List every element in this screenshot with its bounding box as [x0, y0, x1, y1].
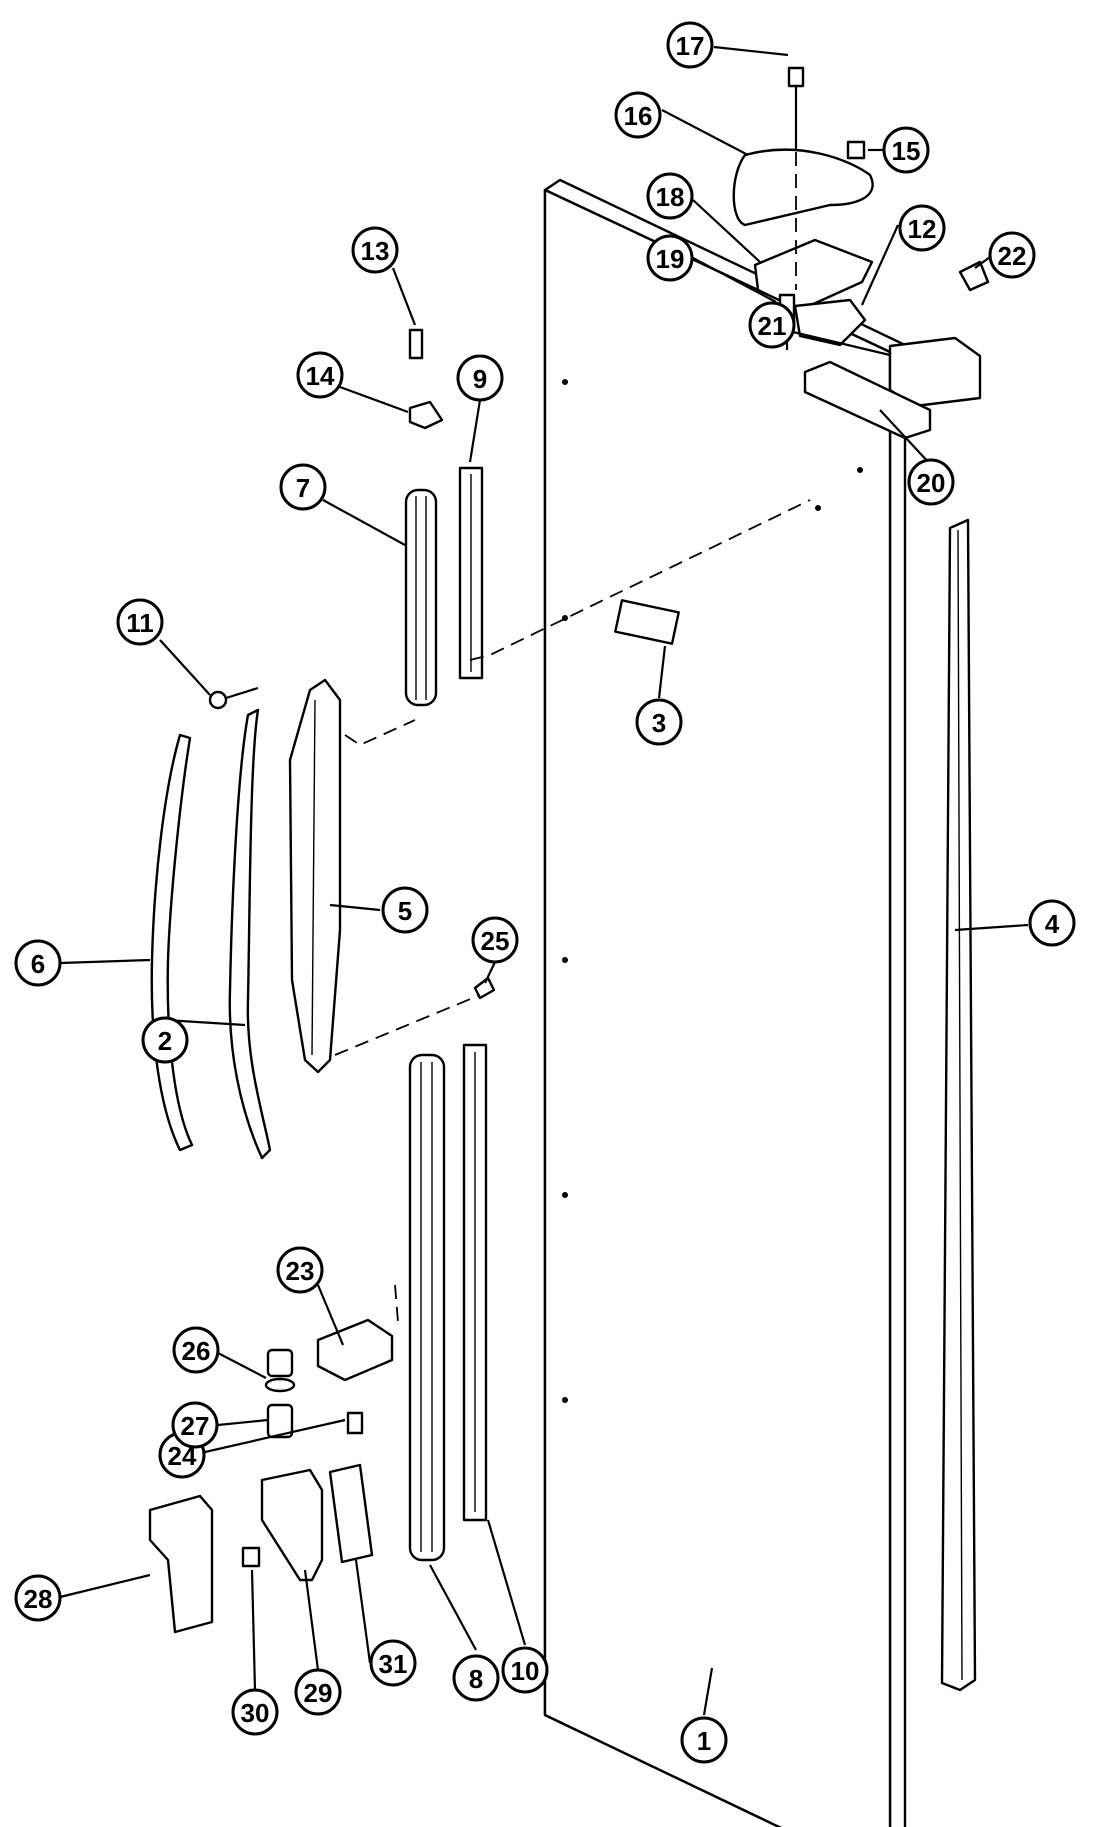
callout-label: 26	[182, 1336, 211, 1366]
callout-26: 26	[172, 1326, 220, 1374]
callout-17: 17	[666, 21, 714, 69]
callout-label: 20	[917, 468, 946, 498]
callout-label: 2	[158, 1026, 172, 1056]
callout-5: 5	[381, 886, 429, 934]
part-3-label	[614, 599, 680, 645]
callout-28: 28	[14, 1574, 62, 1622]
callout-15: 15	[882, 126, 930, 174]
callout-label: 6	[31, 949, 45, 979]
part-30-screw	[241, 1546, 261, 1568]
callout-label: 7	[296, 473, 310, 503]
callout-label: 12	[908, 214, 937, 244]
part-5-handle-mount	[288, 678, 342, 1074]
part-6-handle-cover	[150, 733, 194, 1152]
callout-label: 1	[697, 1726, 711, 1756]
callout-label: 27	[181, 1411, 210, 1441]
part-14-nut	[408, 400, 444, 430]
callout-label: 3	[652, 708, 666, 738]
callout-9: 9	[456, 354, 504, 402]
callout-29: 29	[294, 1668, 342, 1716]
part-15-screw	[846, 140, 866, 160]
callout-label: 28	[24, 1584, 53, 1614]
part-31-shim	[328, 1463, 374, 1564]
callout-label: 15	[892, 136, 921, 166]
callout-2: 2	[141, 1016, 189, 1064]
callout-1: 1	[680, 1716, 728, 1764]
callout-bubbles: 1234567891011121314151617181920212223242…	[14, 21, 1076, 1764]
callout-27: 27	[171, 1401, 219, 1449]
part-10-lower-strip	[462, 1043, 488, 1522]
part-21-latch-housing	[888, 336, 982, 408]
assembly-lines	[334, 130, 811, 1323]
callout-label: 30	[241, 1698, 270, 1728]
callout-label: 5	[398, 896, 412, 926]
part-18-hinge-plate	[753, 238, 874, 312]
callout-label: 18	[656, 182, 685, 212]
callout-3: 3	[635, 698, 683, 746]
callout-13: 13	[351, 226, 399, 274]
callout-label: 19	[656, 244, 685, 274]
callout-label: 8	[469, 1664, 483, 1694]
part-12-shim	[793, 298, 867, 347]
callout-21: 21	[748, 301, 796, 349]
callout-label: 25	[481, 926, 510, 956]
part-24-screw	[346, 1411, 364, 1435]
callout-19: 19	[646, 234, 694, 282]
part-23-bracket	[316, 1318, 394, 1382]
part-29-lower-hinge	[260, 1468, 324, 1582]
callout-label: 4	[1045, 909, 1060, 939]
part-20-bracket	[803, 360, 932, 440]
part-25-screw	[473, 976, 496, 1000]
callout-label: 14	[306, 361, 335, 391]
callout-18: 18	[646, 172, 694, 220]
part-28-cover	[148, 1494, 214, 1634]
part-16-hinge-cover	[732, 148, 874, 227]
callout-label: 29	[304, 1678, 333, 1708]
callout-6: 6	[14, 939, 62, 987]
part-11-screw	[208, 686, 259, 710]
callout-23: 23	[276, 1246, 324, 1294]
callout-14: 14	[296, 351, 344, 399]
part-1-door-panel	[543, 178, 907, 1827]
callout-label: 10	[511, 1656, 540, 1686]
callout-label: 11	[126, 608, 154, 638]
callout-10: 10	[501, 1646, 549, 1694]
part-4-gasket-strip	[940, 518, 977, 1692]
callout-31: 31	[369, 1639, 417, 1687]
callout-22: 22	[988, 231, 1036, 279]
callout-label: 22	[998, 241, 1027, 271]
part-8-lower-channel	[408, 1053, 446, 1562]
callout-8: 8	[452, 1654, 500, 1702]
part-13-screw	[408, 328, 424, 360]
callout-7: 7	[279, 463, 327, 511]
callout-label: 21	[758, 311, 787, 341]
part-9-upper-strip	[458, 466, 484, 680]
part-26-bushing	[264, 1348, 296, 1393]
callout-30: 30	[231, 1688, 279, 1736]
part-22-clip	[958, 260, 990, 292]
callout-label: 16	[624, 101, 653, 131]
callout-label: 17	[676, 31, 705, 61]
part-7-upper-channel	[404, 488, 438, 707]
callout-leaders	[59, 45, 1029, 1716]
part-2-handle-insert	[228, 708, 272, 1160]
callout-label: 23	[286, 1256, 315, 1286]
callout-20: 20	[907, 458, 955, 506]
callout-4: 4	[1028, 899, 1076, 947]
callout-label: 31	[379, 1649, 408, 1679]
callout-16: 16	[614, 91, 662, 139]
callout-25: 25	[471, 916, 519, 964]
callout-label: 9	[473, 364, 487, 394]
callout-label: 13	[361, 236, 390, 266]
callout-11: 11	[116, 598, 164, 646]
callout-12: 12	[898, 204, 946, 252]
